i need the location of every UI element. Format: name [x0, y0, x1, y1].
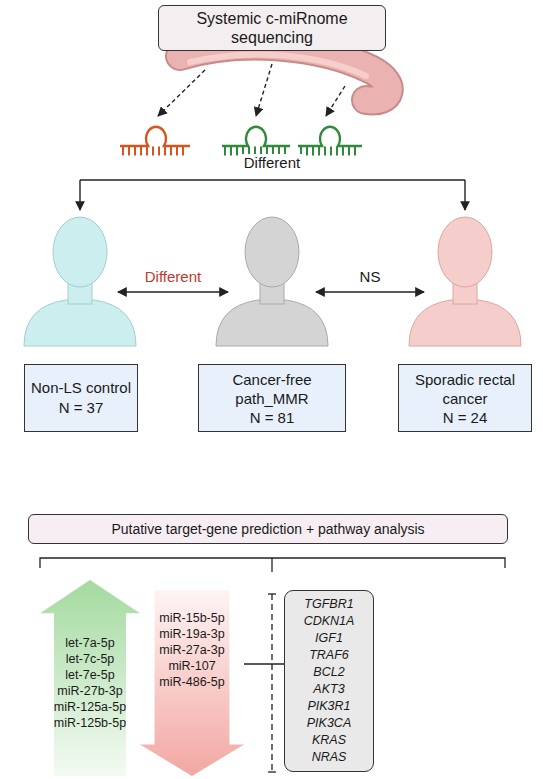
- analysis-bracket: [40, 558, 505, 572]
- node-text: CDKN1A: [304, 613, 355, 630]
- comparison-label: NS: [358, 268, 383, 285]
- group-box: Non-LS controlN = 37: [24, 364, 138, 432]
- node-text: N = 37: [59, 398, 104, 418]
- node-text: let-7e-5p: [65, 667, 114, 683]
- gene-bracket: [268, 594, 276, 772]
- comparison-label: Different: [242, 154, 302, 171]
- node-text: Systemic c-miRnome sequencing: [165, 9, 379, 47]
- node-text: let-7c-5p: [66, 651, 115, 667]
- connector: [244, 663, 284, 664]
- node-text: miR-125a-5p: [54, 699, 126, 715]
- node-text: PIK3CA: [307, 715, 351, 732]
- node-text: TRAF6: [309, 647, 349, 664]
- node-text: NRAS: [312, 749, 347, 766]
- node-text: IGF1: [315, 630, 343, 647]
- node-text: let-7a-5p: [65, 635, 114, 651]
- node-text: miR-107: [168, 658, 215, 674]
- node-text: Sporadic rectal cancer: [403, 370, 527, 408]
- colon-tube: [180, 46, 389, 101]
- node-text: miR-125b-5p: [54, 715, 126, 731]
- node-text: KRAS: [312, 732, 346, 749]
- node-text: PIK3R1: [307, 698, 350, 715]
- node-text: miR-486-5p: [159, 674, 224, 690]
- mirna-hairpin: [222, 127, 290, 151]
- person-cancer: [409, 217, 521, 346]
- node-text: miR-19a-3p: [159, 626, 224, 642]
- sample-arrow: [158, 70, 205, 116]
- mirna-hairpin: [298, 127, 362, 151]
- comparison-arrow: [118, 291, 228, 292]
- sample-arrow: [326, 86, 345, 116]
- node-text: miR-27a-3p: [159, 642, 224, 658]
- down-arrow: miR-15b-5pmiR-19a-3pmiR-27a-3pmiR-107miR…: [140, 590, 244, 776]
- sample-arrow: [256, 64, 272, 116]
- node-text: miR-15b-5p: [159, 610, 224, 626]
- group-box: Cancer-free path_MMRN = 81: [198, 364, 346, 432]
- comparison-arrow: [316, 291, 424, 292]
- node-text: TGFBR1: [304, 596, 353, 613]
- node-text: AKT3: [313, 681, 344, 698]
- colon-outline: [180, 46, 389, 101]
- node-text: N = 81: [250, 408, 295, 427]
- gene-box: TGFBR1CDKN1AIGF1TRAF6BCL2AKT3PIK3R1PIK3C…: [284, 590, 374, 772]
- step-box: Putative target-gene prediction + pathwa…: [28, 514, 508, 544]
- step-box: Systemic c-miRnome sequencing: [158, 5, 386, 51]
- node-text: Non-LS control: [31, 378, 131, 398]
- node-text: N = 24: [443, 408, 488, 427]
- node-text: Cancer-free path_MMR: [203, 370, 341, 408]
- person-carrier: [216, 217, 328, 346]
- comparison-label: Different: [143, 268, 203, 285]
- up-arrow: let-7a-5plet-7c-5plet-7e-5pmiR-27b-3pmiR…: [40, 580, 140, 776]
- mirna-hairpin: [120, 127, 190, 151]
- colon-highlight: [190, 54, 366, 76]
- comparison-bracket: [80, 180, 465, 210]
- group-box: Sporadic rectal cancerN = 24: [398, 364, 532, 432]
- node-text: miR-27b-3p: [57, 683, 122, 699]
- person-control: [24, 217, 136, 346]
- node-text: Putative target-gene prediction + pathwa…: [111, 520, 424, 538]
- node-text: BCL2: [313, 664, 344, 681]
